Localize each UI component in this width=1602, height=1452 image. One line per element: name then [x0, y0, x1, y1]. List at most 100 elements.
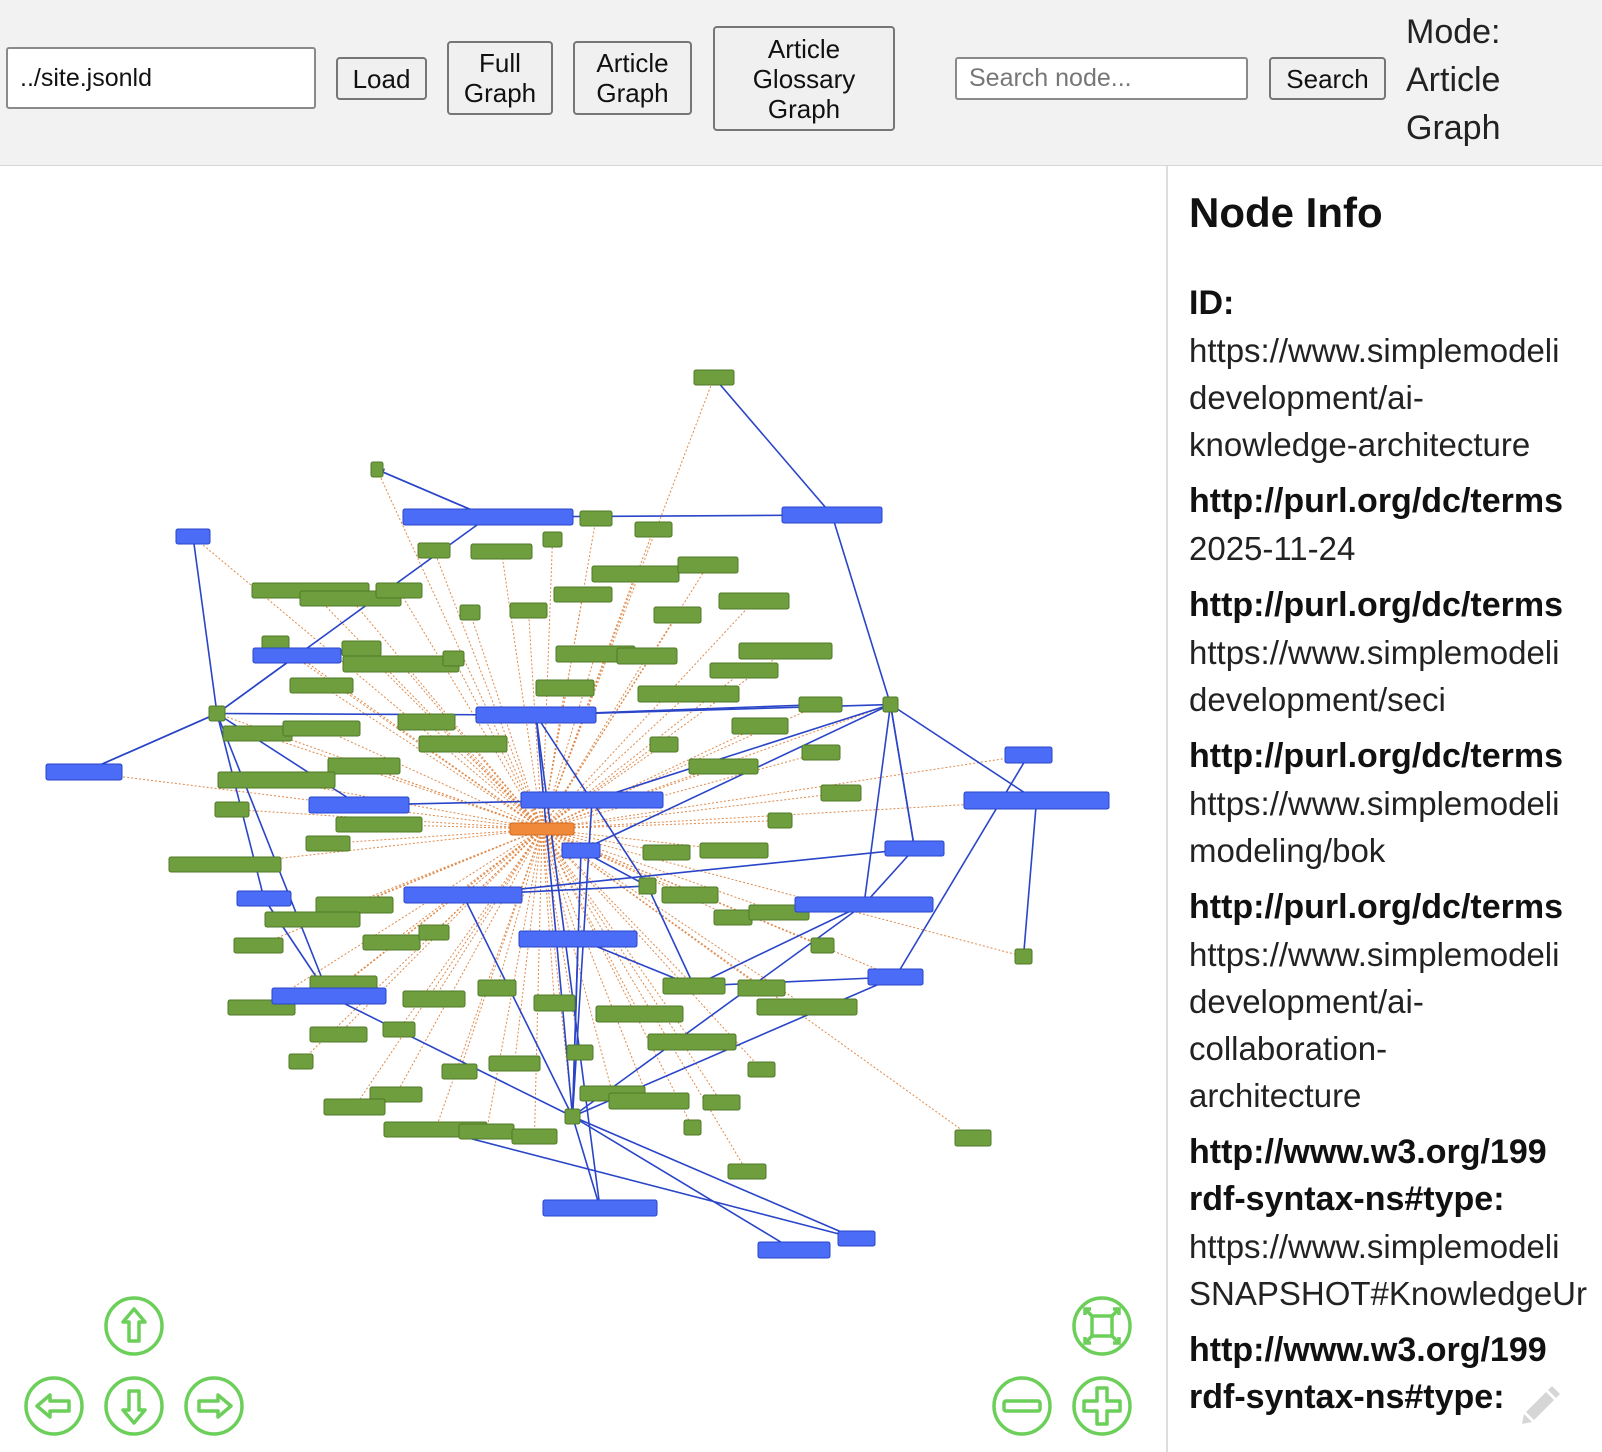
glossary-node[interactable] [441, 1063, 478, 1080]
glossary-node[interactable] [168, 856, 282, 873]
glossary-node[interactable] [553, 586, 613, 603]
glossary-node[interactable] [1014, 948, 1033, 965]
glossary-node[interactable] [477, 979, 517, 997]
article-node[interactable] [271, 987, 387, 1005]
glossary-node[interactable] [470, 543, 533, 560]
article-node[interactable] [781, 506, 883, 524]
glossary-node[interactable] [713, 909, 753, 926]
glossary-node[interactable] [323, 1098, 386, 1116]
glossary-node[interactable] [214, 801, 250, 818]
glossary-node[interactable] [662, 977, 726, 995]
glossary-node[interactable] [208, 705, 226, 722]
pan-down-button[interactable] [103, 1375, 165, 1437]
article-node[interactable] [403, 886, 523, 904]
load-button[interactable]: Load [336, 57, 427, 100]
glossary-node[interactable] [217, 771, 336, 789]
pan-right-button[interactable] [183, 1375, 245, 1437]
glossary-node[interactable] [810, 937, 835, 954]
glossary-node[interactable] [637, 685, 740, 703]
glossary-node[interactable] [542, 531, 563, 548]
glossary-node[interactable] [488, 1055, 541, 1072]
pan-up-button[interactable] [103, 1295, 165, 1357]
glossary-node[interactable] [747, 1061, 776, 1078]
article-glossary-graph-button[interactable]: Article Glossary Graph [713, 26, 895, 131]
glossary-node[interactable] [535, 679, 595, 697]
pan-left-button[interactable] [23, 1375, 85, 1437]
glossary-node[interactable] [511, 1128, 558, 1145]
glossary-node[interactable] [661, 886, 719, 904]
glossary-node[interactable] [369, 1086, 423, 1103]
glossary-node[interactable] [459, 604, 481, 621]
glossary-node[interactable] [579, 510, 613, 527]
article-node[interactable] [520, 791, 664, 809]
glossary-node[interactable] [341, 640, 382, 657]
glossary-node[interactable] [756, 998, 858, 1016]
glossary-node[interactable] [327, 757, 401, 775]
glossary-node[interactable] [309, 1026, 368, 1043]
zoom-in-button[interactable] [1071, 1375, 1133, 1437]
glossary-node[interactable] [418, 924, 450, 941]
glossary-node[interactable] [335, 816, 423, 833]
glossary-node[interactable] [342, 655, 460, 673]
glossary-node[interactable] [653, 606, 702, 624]
article-node[interactable] [45, 763, 123, 781]
glossary-node[interactable] [222, 725, 293, 742]
article-node[interactable] [402, 508, 574, 526]
glossary-node[interactable] [595, 1005, 684, 1023]
glossary-node[interactable] [820, 784, 862, 802]
glossary-node[interactable] [382, 1021, 416, 1038]
glossary-node[interactable] [798, 696, 843, 713]
selected-node[interactable] [509, 822, 575, 836]
glossary-node[interactable] [533, 994, 576, 1012]
glossary-node[interactable] [264, 911, 361, 928]
glossary-node[interactable] [709, 662, 779, 679]
glossary-node[interactable] [282, 720, 361, 737]
pencil-icon[interactable] [1516, 1378, 1566, 1428]
article-node[interactable] [963, 791, 1110, 810]
glossary-node[interactable] [737, 979, 786, 997]
glossary-node[interactable] [608, 1092, 690, 1110]
fit-view-button[interactable] [1071, 1295, 1133, 1357]
glossary-node[interactable] [638, 877, 657, 895]
article-node[interactable] [1004, 746, 1053, 764]
glossary-node[interactable] [418, 735, 508, 753]
glossary-node[interactable] [458, 1123, 515, 1140]
graph-svg[interactable] [0, 166, 1166, 1452]
glossary-node[interactable] [289, 677, 354, 694]
glossary-node[interactable] [315, 896, 394, 914]
article-node[interactable] [518, 930, 638, 948]
glossary-node[interactable] [566, 1044, 594, 1061]
glossary-node[interactable] [375, 582, 423, 599]
article-node[interactable] [175, 528, 211, 545]
glossary-node[interactable] [564, 1108, 581, 1125]
glossary-node[interactable] [688, 758, 759, 775]
article-node[interactable] [794, 896, 934, 913]
article-node[interactable] [475, 706, 597, 724]
glossary-node[interactable] [702, 1094, 741, 1111]
glossary-node[interactable] [370, 461, 384, 478]
glossary-node[interactable] [402, 990, 466, 1008]
search-input[interactable] [955, 57, 1248, 100]
glossary-node[interactable] [882, 696, 899, 713]
zoom-out-button[interactable] [991, 1375, 1053, 1437]
graph-canvas[interactable] [0, 166, 1166, 1452]
glossary-node[interactable] [693, 369, 735, 386]
glossary-node[interactable] [727, 1163, 767, 1180]
glossary-node[interactable] [642, 844, 691, 861]
article-node[interactable] [867, 968, 924, 986]
glossary-node[interactable] [699, 842, 769, 859]
path-input[interactable] [6, 47, 316, 109]
article-graph-button[interactable]: Article Graph [573, 41, 692, 115]
glossary-node[interactable] [509, 602, 548, 619]
article-node[interactable] [757, 1241, 831, 1259]
glossary-node[interactable] [417, 542, 451, 559]
glossary-node[interactable] [649, 736, 679, 753]
glossary-node[interactable] [718, 592, 790, 610]
glossary-node[interactable] [616, 647, 678, 665]
graph-nodes[interactable] [45, 369, 1110, 1259]
glossary-node[interactable] [801, 744, 841, 761]
article-node[interactable] [884, 840, 945, 857]
full-graph-button[interactable]: Full Graph [447, 41, 553, 115]
article-node[interactable] [561, 842, 601, 859]
glossary-node[interactable] [683, 1119, 702, 1136]
